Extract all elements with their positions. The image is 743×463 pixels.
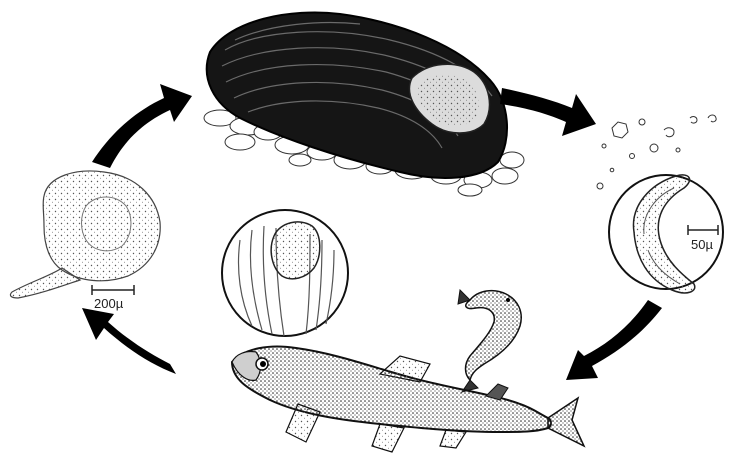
host-fish-jumping-icon: [458, 290, 521, 392]
adult-mussel-icon: [204, 13, 524, 196]
arrow-adult-to-glochidia: [500, 88, 596, 136]
arrow-fish-to-juvenile: [82, 308, 176, 374]
glochidium-magnified-icon: 50µ: [609, 175, 723, 293]
scale-label-glochidium: 50µ: [691, 237, 713, 252]
juvenile-mussel-icon: 200µ: [10, 171, 160, 311]
scale-label-juvenile: 200µ: [94, 296, 124, 311]
host-fish-icon: [232, 347, 584, 452]
arrow-glochidia-to-fish: [566, 300, 662, 380]
scale-bar-juvenile: [92, 285, 134, 295]
gill-encystment-icon: [222, 210, 348, 336]
arrow-juvenile-to-adult: [92, 84, 192, 168]
